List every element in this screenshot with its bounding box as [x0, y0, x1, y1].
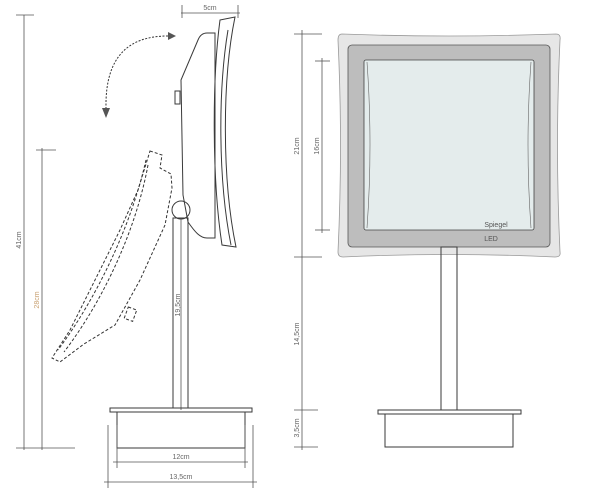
label-mirror: Spiegel: [484, 222, 508, 229]
label-tilted-height: 28cm: [34, 291, 41, 308]
label-top-width: 5cm: [203, 5, 216, 12]
label-total-height: 41cm: [16, 231, 23, 248]
label-frame-height: 21cm: [294, 137, 301, 154]
side-view: 41cm 28cm 5cm: [16, 5, 257, 488]
dimension-total-height: 41cm: [16, 14, 75, 450]
tilt-arrow-icon: [102, 32, 176, 118]
label-base-height: 3,5cm: [294, 418, 301, 437]
base-front: [377, 409, 522, 448]
label-mirror-height: 16cm: [314, 137, 321, 154]
front-view: 21cm 14,5cm 3,5cm 16cm Spiegel LED: [294, 30, 561, 450]
base-side: [109, 407, 253, 449]
mirror-tilted-outline: [51, 150, 173, 363]
dimension-base-widths: 12cm 13,5cm: [104, 425, 257, 488]
front-dimensions: 21cm 14,5cm 3,5cm 16cm: [294, 30, 330, 450]
label-base-inner-width: 12cm: [172, 454, 189, 461]
dimension-top-width: 5cm: [181, 5, 240, 18]
label-led: LED: [484, 236, 498, 243]
mirror-upright-side: [171, 16, 237, 248]
pole-side: 19,5cm: [172, 217, 189, 410]
dimension-tilted-height: 28cm: [34, 148, 56, 450]
label-pole-height-front: 14,5cm: [294, 322, 301, 345]
pole-front: [440, 246, 458, 411]
label-pole-height-side: 19,5cm: [175, 293, 182, 316]
mirror-front: Spiegel LED: [337, 33, 561, 258]
label-base-outer-width: 13,5cm: [170, 474, 193, 481]
